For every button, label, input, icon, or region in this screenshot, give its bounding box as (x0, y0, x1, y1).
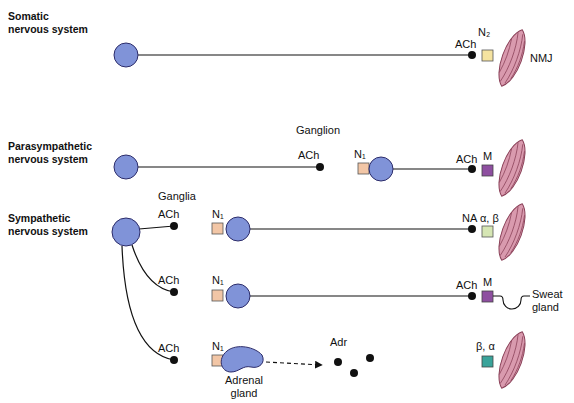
receptor-square (212, 223, 223, 234)
secretion-arrow (266, 362, 322, 365)
receptor-square (358, 163, 369, 174)
receptor-square (482, 165, 493, 176)
axon (250, 228, 470, 229)
receptor-square (482, 291, 493, 302)
gland-outline (221, 347, 263, 372)
gland-outline (493, 296, 530, 309)
axon-terminal (316, 163, 324, 171)
axon-terminal (170, 222, 178, 230)
receptor-square (482, 50, 493, 61)
signal-label: ACh (158, 208, 179, 221)
signal-label: ACh (456, 279, 477, 292)
adrenal-gland: Adrenal gland (215, 345, 273, 403)
node-label: Sweat gland (532, 288, 568, 314)
signal-label: Ganglia (158, 190, 196, 203)
axon-terminal (468, 225, 476, 233)
sweat-gland: Sweat gland (493, 286, 571, 322)
signal-label: ACh (455, 38, 476, 51)
signal-label: N₁ (212, 340, 224, 353)
neuron-body (226, 217, 250, 241)
axon (393, 168, 470, 169)
hormone-dot (366, 354, 374, 362)
axon (138, 166, 318, 167)
axon-terminal (170, 356, 178, 364)
muscle-target: NMJ (494, 24, 564, 94)
axon (250, 295, 470, 296)
node-shape (494, 24, 564, 94)
receptor-square (482, 356, 493, 367)
muscle-fibre (493, 328, 532, 391)
signal-label: N₂ (478, 26, 490, 39)
neuron-body (114, 155, 138, 179)
axon-terminal (468, 292, 476, 300)
axon-terminal (170, 288, 178, 296)
hormone-dot (334, 358, 342, 366)
neuron-body (114, 43, 138, 67)
signal-label: Ganglion (296, 124, 340, 137)
signal-label: M (483, 276, 492, 289)
row-title: Somatic nervous system (8, 10, 90, 36)
signal-label: ACh (158, 342, 179, 355)
axon-terminal (468, 51, 476, 59)
neuron-body (369, 157, 393, 181)
signal-label: ACh (158, 274, 179, 287)
signal-label: ACh (456, 153, 477, 166)
signal-label: α, β (480, 212, 499, 225)
signal-label: Adr (330, 336, 347, 349)
receptor-square (212, 290, 223, 301)
row-title: Sympathetic nervous system (8, 212, 90, 238)
signal-label: ACh (298, 149, 319, 162)
axon (138, 54, 470, 55)
signal-label: β, α (476, 340, 495, 353)
axon (139, 226, 174, 229)
signal-label: N₁ (212, 208, 224, 221)
node-label: NMJ (530, 52, 564, 65)
muscle-fibre (493, 200, 532, 263)
signal-label: N₁ (212, 274, 224, 287)
muscle-fibre (493, 136, 532, 199)
hormone-dot (350, 369, 358, 377)
row-title: Parasympathetic nervous system (8, 140, 90, 166)
muscle-fibre (493, 26, 532, 89)
signal-label: N₁ (354, 148, 366, 161)
axon-terminal (468, 165, 476, 173)
receptor-square (482, 226, 493, 237)
signal-label: M (483, 150, 492, 163)
neuron-body (112, 218, 140, 246)
node-label: Adrenal gland (215, 374, 273, 400)
signal-label: NA (462, 212, 477, 225)
neuron-body (226, 284, 250, 308)
